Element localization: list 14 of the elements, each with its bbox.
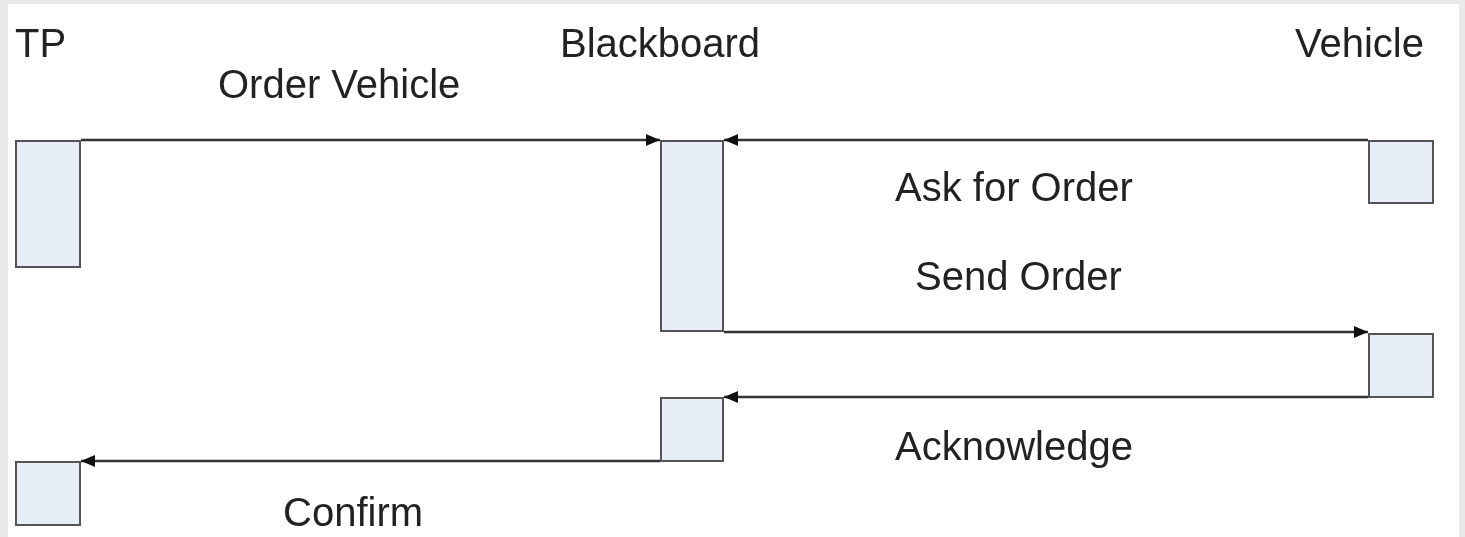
lifeline-label: TP (15, 21, 67, 65)
message-arrow (724, 326, 1368, 338)
lifeline-label: Blackboard (560, 21, 761, 65)
activation-bar (1368, 140, 1434, 204)
activation-bar (15, 140, 81, 268)
message-arrow (724, 391, 1368, 403)
activation-bar (660, 397, 724, 462)
activation-bar (660, 140, 724, 332)
activation-bar (1368, 333, 1434, 398)
message-arrow (724, 134, 1368, 146)
message-arrow (81, 134, 660, 146)
message-arrow (81, 455, 660, 467)
lifeline-label: Vehicle (1295, 21, 1424, 65)
activation-bar (15, 461, 81, 526)
